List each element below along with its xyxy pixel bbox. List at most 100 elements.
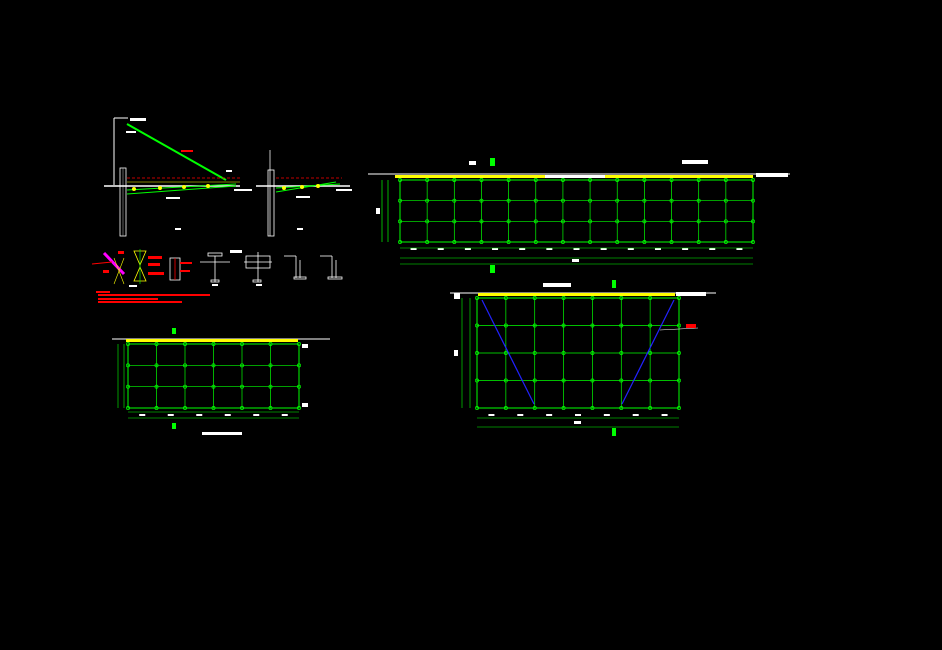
grid-node (475, 406, 479, 410)
grid-node (723, 198, 728, 203)
dimension-mark (196, 414, 203, 416)
grid-node (677, 351, 681, 355)
grid-node (642, 219, 647, 224)
grid-node (677, 406, 681, 410)
dimension-mark (575, 414, 581, 416)
grid-node (590, 406, 595, 410)
grid-node (590, 351, 595, 355)
grid-node (648, 296, 653, 300)
grid-node (425, 178, 430, 182)
grid-node (506, 198, 511, 203)
grid-node (642, 198, 647, 203)
grid-node (183, 406, 187, 410)
section-view (104, 117, 352, 237)
grid-node (561, 406, 566, 410)
dimension-mark (600, 248, 607, 250)
grid-node (619, 296, 624, 300)
dimension-mark (546, 248, 553, 250)
grid-node (677, 296, 681, 300)
grid-node (677, 323, 681, 328)
grid-node (475, 378, 479, 383)
grid-node (532, 323, 537, 328)
grid-node (561, 351, 566, 355)
grid-node (297, 363, 301, 368)
grid-node (297, 384, 301, 389)
grid-node (669, 240, 674, 244)
grid-node (619, 406, 624, 410)
dimension-mark (517, 414, 524, 416)
grid-node (506, 178, 511, 182)
grid-node (648, 378, 653, 383)
grid-node (452, 219, 457, 224)
grid-node (588, 219, 593, 224)
grid-node (619, 351, 624, 355)
grid-node (425, 240, 430, 244)
dimension-mark (464, 248, 471, 250)
grid-node (398, 240, 402, 244)
dimension-mark (632, 414, 639, 416)
grid-node (240, 384, 244, 389)
dimension-mark (492, 248, 499, 250)
dimension-mark (654, 248, 661, 250)
grid-node (751, 240, 755, 244)
grid-node (475, 296, 479, 300)
dimension-mark (682, 248, 689, 250)
grid-node (533, 219, 538, 224)
grid-node (696, 178, 701, 182)
grid-node (532, 351, 537, 355)
grid-node (619, 323, 624, 328)
grid-node (590, 296, 595, 300)
grid-node (532, 378, 537, 383)
grid-node (126, 363, 130, 368)
grid-node (398, 198, 402, 203)
grid-node (211, 342, 216, 346)
grid-node (590, 323, 595, 328)
grid-node (561, 378, 566, 383)
grid-node (452, 240, 457, 244)
grid-node (560, 198, 565, 203)
grid-node (751, 178, 755, 182)
dimension-mark (167, 414, 174, 416)
grid-node (154, 384, 159, 389)
grid-node (532, 406, 537, 410)
grid-node (723, 178, 728, 182)
grid-node (561, 323, 566, 328)
grid-node (648, 351, 653, 355)
grid-node (211, 363, 216, 368)
grid-node (297, 342, 301, 346)
grid-node (126, 384, 130, 389)
grid-node (479, 240, 484, 244)
grid-node (398, 219, 402, 224)
grid-node (615, 240, 620, 244)
grid-node (479, 219, 484, 224)
grid-node (425, 198, 430, 203)
grid-node (452, 178, 457, 182)
grid-node (268, 363, 273, 368)
grid-node (154, 342, 159, 346)
grid-node (479, 198, 484, 203)
grid-node (642, 240, 647, 244)
grid-node (723, 240, 728, 244)
grid-node (723, 219, 728, 224)
grid-node (561, 296, 566, 300)
grid-node (503, 406, 508, 410)
grid-node (669, 178, 674, 182)
grid-node (452, 198, 457, 203)
grid-node (532, 296, 537, 300)
grid-node (669, 219, 674, 224)
detail-row (91, 249, 343, 303)
grid-node (533, 240, 538, 244)
grid-node (677, 378, 681, 383)
grid-node (240, 363, 244, 368)
grid-node (183, 384, 187, 389)
dimension-mark (139, 414, 146, 416)
dimension-mark (224, 414, 231, 416)
grid-node (211, 406, 216, 410)
grid-node (479, 178, 484, 182)
grid-node (126, 406, 130, 410)
grid-node (506, 240, 511, 244)
grid-node (475, 351, 479, 355)
grid-node (503, 323, 508, 328)
